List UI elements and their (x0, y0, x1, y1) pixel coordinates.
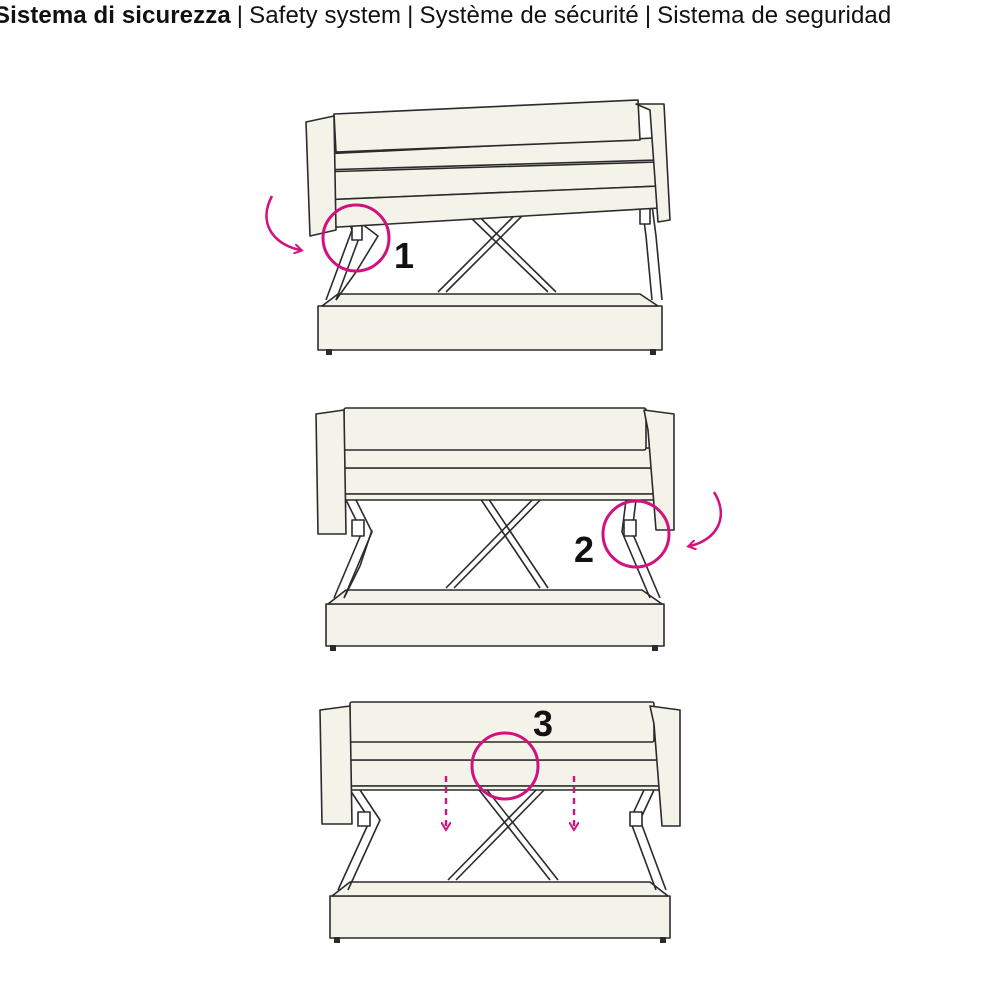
title-italian: Sistema di sicurezza (0, 2, 231, 29)
right-armrest (635, 103, 671, 223)
sofa-base (325, 603, 665, 647)
sofa-seat (331, 785, 669, 791)
left-armrest (315, 409, 347, 535)
page-title: Sistema di sicurezza|Safety system|Systè… (0, 2, 1000, 30)
title-separator: | (644, 2, 652, 29)
left-armrest (319, 705, 353, 825)
seat-cushion (331, 739, 669, 761)
base-cushion (331, 881, 669, 897)
sofa-frame (325, 467, 663, 495)
step-3-number: 3 (533, 703, 553, 744)
left-armrest (305, 115, 337, 237)
title-separator: | (407, 2, 414, 29)
step-1-highlight: 1 (265, 195, 414, 276)
base-cushion (327, 589, 663, 605)
title-spanish: Sistema de seguridad (657, 2, 892, 29)
sofa-base (317, 305, 663, 351)
highlight-circle (601, 499, 671, 569)
rotate-arrow-icon (265, 195, 300, 250)
highlight-circle (321, 203, 391, 273)
step-2-highlight: 2 (574, 491, 723, 570)
backrest (333, 99, 641, 153)
sofa-frame (331, 759, 669, 787)
highlight-circle (470, 731, 540, 801)
step-3-highlight: 3 (446, 703, 574, 828)
sofa-step-3 (319, 701, 681, 943)
title-french: Système de sécurité (419, 2, 639, 29)
title-english: Safety system (249, 2, 402, 29)
sofa-step-2 (315, 407, 675, 651)
sofa-step-1 (305, 99, 671, 355)
right-armrest (649, 705, 681, 827)
step-2-number: 2 (574, 529, 594, 570)
seat-cushion (325, 447, 663, 469)
sofa-seat (325, 493, 663, 501)
title-separator: | (236, 2, 244, 29)
backrest (349, 701, 655, 743)
backrest (343, 407, 647, 451)
rotate-arrow-icon (690, 491, 723, 546)
sofa-base (329, 895, 671, 939)
base-cushion (321, 293, 659, 307)
right-armrest (643, 409, 675, 531)
step-1-number: 1 (394, 235, 414, 276)
